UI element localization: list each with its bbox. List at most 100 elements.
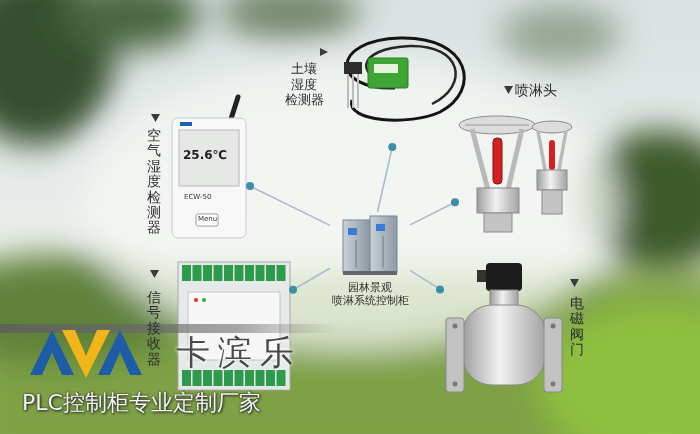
signal-receiver-picture bbox=[224, 370, 233, 386]
brand-logo-mark bbox=[98, 330, 142, 375]
blurred-landscape bbox=[60, 0, 200, 50]
pointer-triangles bbox=[151, 114, 160, 122]
sprinkler-head-picture bbox=[477, 188, 519, 213]
connector-group bbox=[246, 182, 330, 225]
blurred-landscape bbox=[500, 5, 620, 65]
connector-line bbox=[410, 270, 440, 289]
solenoid-valve-node: 电磁阀门 bbox=[440, 260, 565, 398]
connector-dot bbox=[289, 286, 297, 294]
air-sensor-node: 空气湿度检测器 bbox=[168, 92, 250, 240]
control-cabinet-picture bbox=[370, 216, 397, 272]
solenoid-valve-picture bbox=[446, 318, 464, 392]
control-cabinet-picture bbox=[343, 271, 397, 275]
sprinkler-head-picture bbox=[465, 125, 529, 126]
connector-group bbox=[410, 270, 444, 293]
signal-receiver-picture bbox=[202, 298, 206, 302]
button-label: Menu bbox=[198, 216, 217, 224]
solenoid-valve-picture bbox=[551, 382, 556, 387]
connector-line bbox=[293, 268, 330, 289]
control-cabinet-picture bbox=[376, 224, 385, 231]
control-cabinet-node: 园林景观 喷淋系统控制柜 bbox=[330, 212, 410, 278]
pointer-triangles bbox=[320, 48, 328, 56]
signal-receiver-picture bbox=[182, 265, 191, 281]
signal-receiver-picture bbox=[193, 265, 202, 281]
signal-receiver-picture bbox=[214, 370, 223, 386]
control-cabinet-picture bbox=[343, 220, 370, 272]
connector-line bbox=[410, 202, 455, 225]
connector-group bbox=[289, 268, 330, 293]
brand-logo-mark bbox=[0, 324, 340, 333]
blurred-landscape bbox=[540, 305, 700, 434]
solenoid-valve-picture bbox=[446, 263, 562, 392]
signal-receiver-picture bbox=[277, 370, 286, 386]
soil-humidity-sensor-picture bbox=[347, 38, 464, 120]
sprinkler-head-picture bbox=[549, 140, 555, 170]
pointer-triangles bbox=[150, 270, 159, 278]
signal-receiver-picture bbox=[224, 265, 233, 281]
blurred-landscape bbox=[220, 0, 360, 40]
pointer-triangles bbox=[570, 279, 579, 287]
sprinkler-head-picture bbox=[459, 116, 572, 232]
signal-receiver-picture bbox=[245, 265, 254, 281]
sprinkler-head-picture bbox=[542, 190, 562, 214]
signal-receiver-node: 信号接收器 bbox=[175, 258, 293, 390]
signal-receiver-picture bbox=[235, 265, 244, 281]
connector-group bbox=[378, 143, 397, 212]
sprinkler-head-picture bbox=[472, 129, 522, 190]
soil-humidity-sensor-picture bbox=[357, 74, 359, 108]
signal-receiver-picture bbox=[194, 298, 198, 302]
air-humidity-sensor-picture bbox=[180, 122, 192, 126]
signal-receiver-picture bbox=[256, 265, 265, 281]
connector-dot bbox=[246, 182, 254, 190]
brand-name: 卡滨乐 bbox=[176, 334, 302, 371]
soil-humidity-sensor-picture bbox=[344, 38, 464, 120]
air-humidity-sensor-picture bbox=[196, 214, 218, 226]
solenoid-valve-picture bbox=[453, 382, 458, 387]
signal-receiver-picture bbox=[235, 370, 244, 386]
solenoid-valve-picture bbox=[462, 305, 546, 385]
signal-receiver-picture bbox=[266, 265, 275, 281]
soil-humidity-sensor-picture bbox=[347, 74, 349, 108]
soil-humidity-sensor-picture bbox=[368, 58, 408, 88]
signal-receiver-picture bbox=[203, 370, 212, 386]
air-humidity-sensor-picture bbox=[179, 130, 239, 186]
control-cabinet-picture bbox=[348, 228, 357, 235]
model-number: ECW-50 bbox=[184, 194, 211, 202]
sprinkler-head-picture bbox=[538, 131, 566, 170]
node-label: 喷淋头 bbox=[515, 82, 557, 99]
signal-receiver-picture bbox=[266, 370, 275, 386]
node-label: 园林景观 喷淋系统控制柜 bbox=[318, 281, 422, 307]
sprinkler-node: 喷淋头 bbox=[455, 102, 585, 237]
connector-line bbox=[250, 186, 330, 225]
soil-humidity-sensor-picture bbox=[374, 64, 398, 73]
screen-reading: 25.6℃ bbox=[183, 149, 227, 162]
signal-receiver-picture bbox=[256, 370, 265, 386]
control-cabinet-picture bbox=[383, 236, 384, 268]
signal-receiver-picture bbox=[214, 265, 223, 281]
signal-receiver-picture bbox=[182, 370, 191, 386]
soil-sensor-node: 土壤 湿度 检测器 bbox=[335, 35, 475, 147]
connector-group bbox=[410, 198, 459, 225]
node-label: 土壤 湿度 检测器 bbox=[281, 61, 327, 108]
node-label: 空气湿度检测器 bbox=[147, 128, 161, 236]
solenoid-valve-picture bbox=[453, 324, 458, 329]
sprinkler-head-picture bbox=[537, 170, 567, 190]
node-label: 信号接收器 bbox=[147, 290, 161, 367]
brand-slogan: PLC控制柜专业定制厂家 bbox=[22, 391, 261, 415]
signal-receiver-picture bbox=[245, 370, 254, 386]
pointer-triangles bbox=[504, 86, 513, 94]
control-cabinet-picture bbox=[356, 240, 357, 268]
brand-logo-mark bbox=[0, 324, 340, 378]
connector-dot bbox=[436, 285, 444, 293]
signal-receiver-picture bbox=[203, 265, 212, 281]
sprinkler-head-picture bbox=[493, 138, 502, 184]
connector-dot bbox=[451, 198, 459, 206]
soil-humidity-sensor-picture bbox=[366, 46, 456, 104]
connector-dot bbox=[388, 143, 396, 151]
